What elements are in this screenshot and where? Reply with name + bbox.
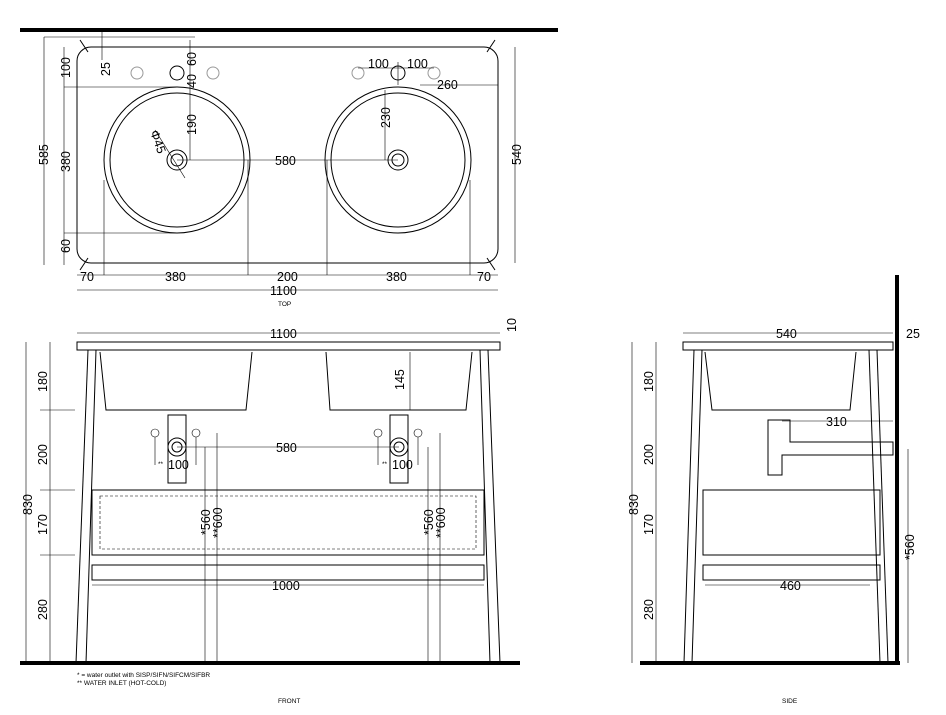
- dim-side-25: 25: [906, 327, 920, 341]
- dim-front-145: 145: [393, 369, 407, 390]
- dim-top-380-basin1: 380: [165, 270, 186, 284]
- side-view: 540 25 310 *560 460 830 180 200 170 280 …: [627, 275, 920, 705]
- tap-hole-left: [169, 65, 185, 81]
- dim-side-170: 170: [642, 514, 656, 535]
- dim-top-70-left: 70: [80, 270, 94, 284]
- note-inlet: ** WATER INLET (HOT-COLD): [77, 680, 166, 687]
- dim-front-180: 180: [36, 371, 50, 392]
- dim-front-10: 10: [505, 318, 519, 332]
- dim-side-560: *560: [903, 534, 917, 560]
- dim-front-580: 580: [276, 441, 297, 455]
- dim-front-830: 830: [21, 494, 35, 515]
- mark-front-left: **: [158, 461, 164, 468]
- stretcher-front: [91, 564, 485, 581]
- dim-side-200: 200: [642, 444, 656, 465]
- front-view: 1100 10 830 180 200 170 280 145 580 ** 1…: [20, 318, 520, 705]
- view-label-front: FRONT: [278, 698, 300, 705]
- view-label-top: TOP: [278, 301, 291, 308]
- dim-top-depth-585: 585: [37, 144, 51, 165]
- dim-top-380: 380: [59, 151, 73, 172]
- dim-top-230: 230: [379, 107, 393, 128]
- dim-top-25: 25: [99, 62, 113, 76]
- dim-front-1000: 1000: [272, 579, 300, 593]
- mark-front-right: **: [382, 461, 388, 468]
- top-view: 585 100 380 60 25 60 40 190 Φ45 580 230 …: [20, 28, 558, 308]
- dim-drain-diameter: Φ45: [147, 128, 168, 155]
- dim-front-100-left: 100: [168, 458, 189, 472]
- dim-top-60: 60: [59, 239, 73, 253]
- dim-top-70-right: 70: [477, 270, 491, 284]
- dim-top-1100: 1100: [270, 284, 297, 298]
- dim-front-100-right: 100: [392, 458, 413, 472]
- countertop-outline: [76, 46, 499, 264]
- drawer-side: [702, 489, 881, 556]
- dim-front-600-right: **600: [434, 507, 448, 538]
- dim-top-tap-100-left: 100: [368, 57, 389, 71]
- dim-top-260: 260: [437, 78, 458, 92]
- dim-front-560-right: *560: [422, 509, 436, 535]
- dim-front-560-left: *560: [199, 509, 213, 535]
- dim-side-180: 180: [642, 371, 656, 392]
- dim-front-170: 170: [36, 514, 50, 535]
- dim-top-tap-60: 60: [185, 52, 199, 66]
- dim-front-280: 280: [36, 599, 50, 620]
- dim-top-tap-100-right: 100: [407, 57, 428, 71]
- dim-top-tap-40: 40: [185, 74, 199, 88]
- view-label-side: SIDE: [782, 698, 798, 705]
- siphon-trap: [767, 419, 894, 476]
- dim-front-200: 200: [36, 444, 50, 465]
- dim-side-310: 310: [826, 415, 847, 429]
- dim-top-200: 200: [277, 270, 298, 284]
- countertop-front: [76, 341, 501, 351]
- dim-side-280: 280: [642, 599, 656, 620]
- dim-side-830: 830: [627, 494, 641, 515]
- dim-top-580: 580: [275, 154, 296, 168]
- dim-top-540: 540: [510, 144, 524, 165]
- countertop-side: [682, 341, 894, 351]
- dim-top-tap-190: 190: [185, 114, 199, 135]
- dim-top-380-basin2: 380: [386, 270, 407, 284]
- dim-front-600-left: **600: [211, 507, 225, 538]
- dim-side-460: 460: [780, 579, 801, 593]
- dim-top-100: 100: [59, 57, 73, 78]
- dim-front-1100: 1100: [270, 327, 297, 341]
- drawer-front: [91, 489, 485, 556]
- note-outlet: * = water outlet with SISP/SIFN/SIFCM/SI…: [77, 672, 210, 679]
- dim-side-540: 540: [776, 327, 797, 341]
